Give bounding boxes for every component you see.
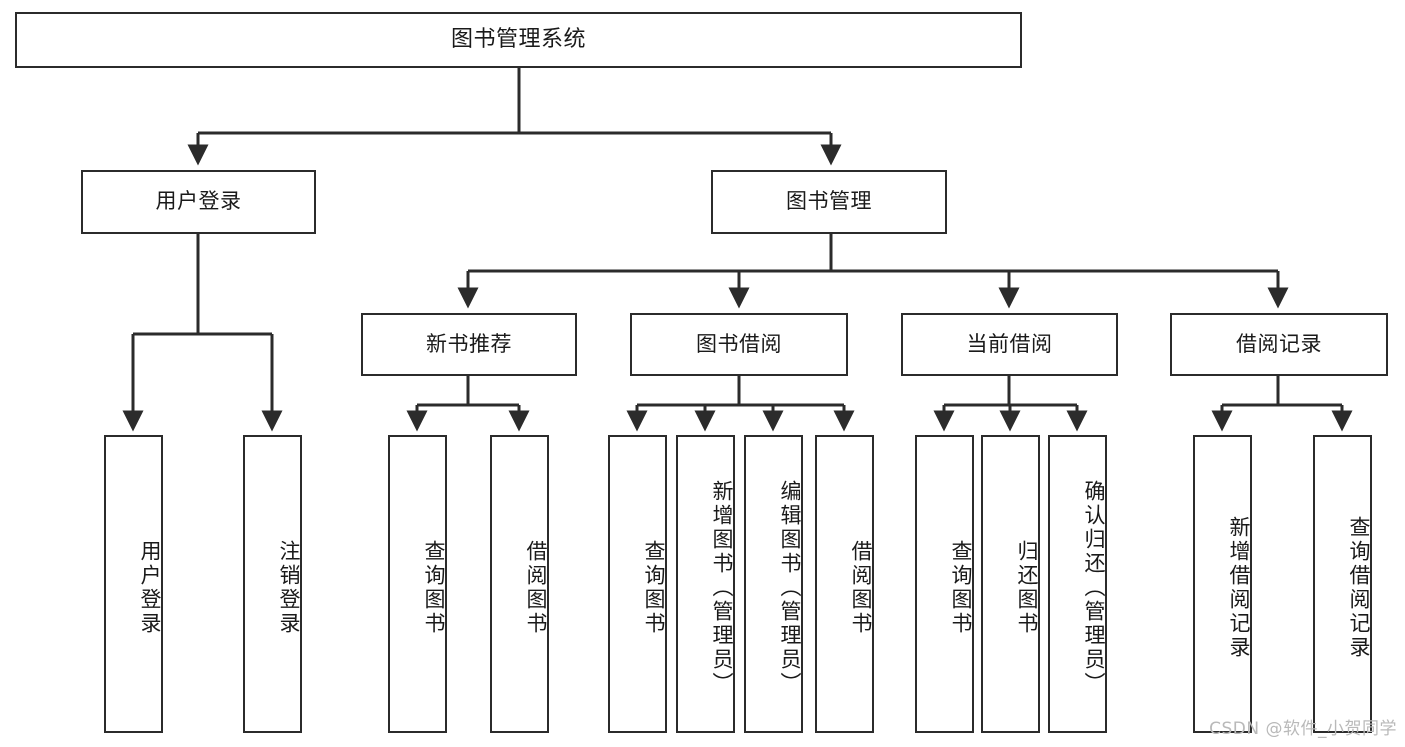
node-current-borrow[interactable]: 当前借阅 [901,313,1118,376]
leaf-query-book-current[interactable]: 查询图书 [915,435,974,733]
node-book-management-system[interactable]: 图书管理系统 [15,12,1022,68]
node-borrow-record[interactable]: 借阅记录 [1170,313,1388,376]
leaf-borrow-book-recommend[interactable]: 借阅图书 [490,435,549,733]
leaf-add-borrow-record[interactable]: 新增借阅记录 [1193,435,1252,733]
node-new-book-recommend[interactable]: 新书推荐 [361,313,577,376]
watermark-text: CSDN @软件_小贺同学 [1209,719,1397,739]
leaf-edit-book-admin[interactable]: 编辑图书（管理员） [744,435,803,733]
node-book-management[interactable]: 图书管理 [711,170,947,234]
leaf-logout-login[interactable]: 注销登录 [243,435,302,733]
node-book-borrow[interactable]: 图书借阅 [630,313,848,376]
leaf-query-book-recommend[interactable]: 查询图书 [388,435,447,733]
leaf-user-login[interactable]: 用户登录 [104,435,163,733]
leaf-query-book-borrow[interactable]: 查询图书 [608,435,667,733]
leaf-return-book[interactable]: 归还图书 [981,435,1040,733]
leaf-borrow-book[interactable]: 借阅图书 [815,435,874,733]
leaf-confirm-return-admin[interactable]: 确认归还（管理员） [1048,435,1107,733]
leaf-query-borrow-record[interactable]: 查询借阅记录 [1313,435,1372,733]
leaf-add-book-admin[interactable]: 新增图书（管理员） [676,435,735,733]
node-user-login[interactable]: 用户登录 [81,170,316,234]
